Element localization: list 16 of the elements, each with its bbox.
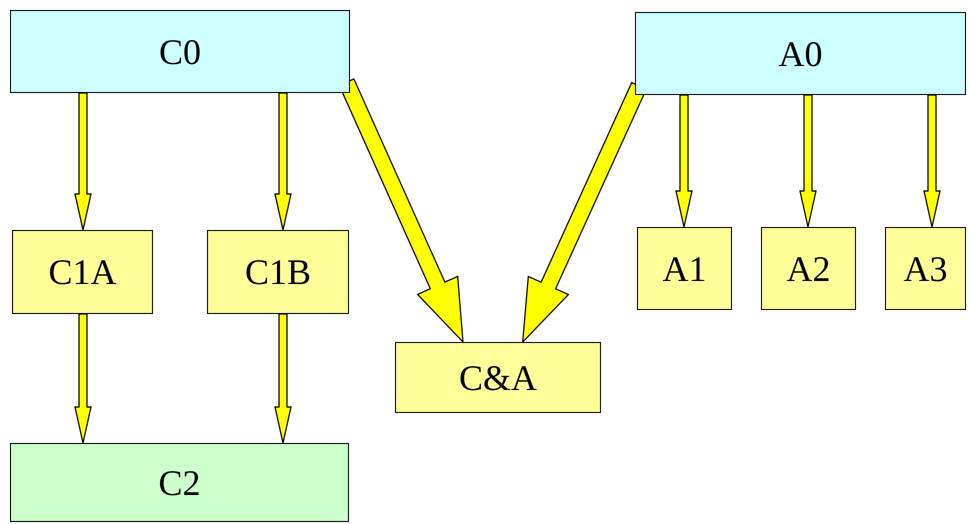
process-box: A3 (885, 227, 966, 310)
process-box: A1 (637, 227, 732, 310)
arrow (74, 313, 92, 444)
arrow (923, 94, 941, 228)
arrow (799, 94, 817, 228)
arrow (74, 92, 92, 231)
process-box: A0 (635, 12, 966, 95)
process-box: C1A (12, 230, 153, 314)
process-box: C2 (10, 443, 349, 522)
process-box: A2 (761, 227, 856, 310)
arrow (274, 313, 292, 444)
process-box: C0 (10, 10, 350, 93)
process-box: C1B (207, 230, 349, 314)
arrow (274, 92, 292, 231)
process-box: C&A (395, 342, 601, 413)
arrow (675, 94, 693, 228)
